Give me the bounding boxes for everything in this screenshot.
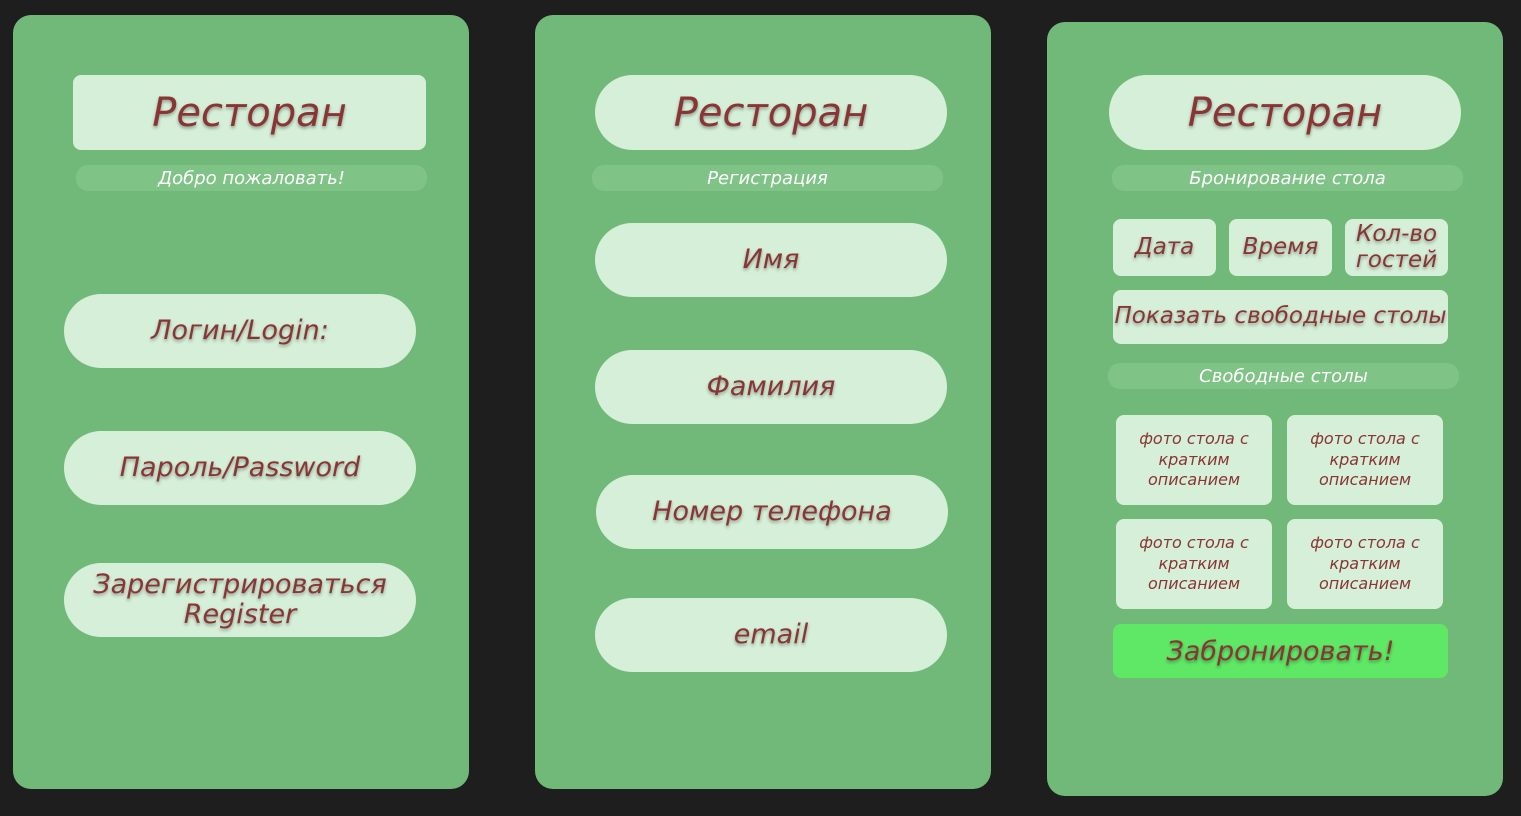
registration-subtitle: Регистрация <box>592 165 943 191</box>
register-label-ru: Зарегистрироваться <box>93 569 387 601</box>
first-name-input[interactable]: Имя <box>595 223 947 297</box>
table-card[interactable]: фото стола с кратким описанием <box>1287 519 1443 609</box>
welcome-subtitle: Добро пожаловать! <box>76 165 427 191</box>
register-button[interactable]: Зарегистрироваться Register <box>64 563 416 637</box>
registration-screen: Ресторан Регистрация Имя Фамилия Номер т… <box>535 15 991 789</box>
last-name-input[interactable]: Фамилия <box>595 350 947 424</box>
password-input[interactable]: Пароль/Password <box>64 431 416 505</box>
page-title: Ресторан <box>1109 75 1461 150</box>
table-card[interactable]: фото стола с кратким описанием <box>1287 415 1443 505</box>
page-title: Ресторан <box>73 75 426 150</box>
guests-button[interactable]: Кол-во гостей <box>1345 219 1448 276</box>
register-label-en: Register <box>183 599 297 630</box>
show-free-tables-button[interactable]: Показать свободные столы <box>1113 290 1448 344</box>
guests-label-line2: гостей <box>1355 246 1438 273</box>
table-card[interactable]: фото стола с кратким описанием <box>1116 519 1272 609</box>
time-button[interactable]: Время <box>1229 219 1332 276</box>
table-card[interactable]: фото стола с кратким описанием <box>1116 415 1272 505</box>
guests-label-line1: Кол-во <box>1355 221 1438 248</box>
email-input[interactable]: email <box>595 598 947 672</box>
book-button[interactable]: Забронировать! <box>1113 624 1448 678</box>
booking-subtitle: Бронирование стола <box>1112 165 1463 191</box>
free-tables-label: Свободные столы <box>1108 363 1459 389</box>
phone-input[interactable]: Номер телефона <box>596 475 948 549</box>
date-button[interactable]: Дата <box>1113 219 1216 276</box>
login-input[interactable]: Логин/Login: <box>64 294 416 368</box>
page-title: Ресторан <box>595 75 947 150</box>
login-screen: Ресторан Добро пожаловать! Логин/Login: … <box>13 15 469 789</box>
booking-screen: Ресторан Бронирование стола Дата Время К… <box>1047 22 1503 796</box>
